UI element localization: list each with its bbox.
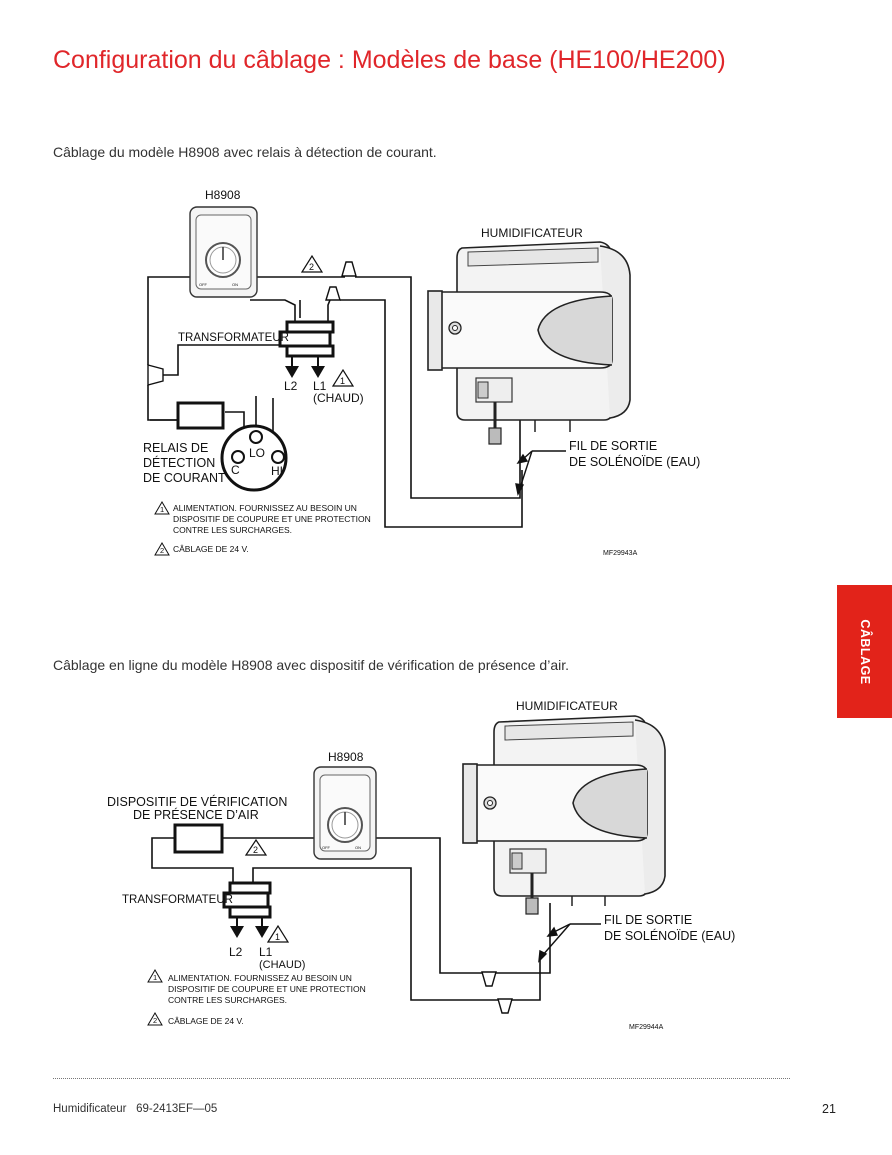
page-number: 21 (822, 1102, 836, 1116)
l1-label: L1 (313, 379, 327, 393)
lo-label: LO (249, 446, 265, 460)
diagram1-code: MF29943A (603, 550, 638, 557)
svg-text:OFF: OFF (199, 282, 208, 287)
wiring-diagram-2: DISPOSITIF DE VÉRIFICATION DE PRÉSENCE D… (107, 699, 735, 1031)
section-tab-cablage[interactable]: CÂBLAGE (837, 585, 892, 718)
transformer (222, 881, 272, 938)
svg-text:DISPOSITIF DE COUPURE ET UNE P: DISPOSITIF DE COUPURE ET UNE PROTECTION (173, 514, 371, 524)
relay-label-1: RELAIS DE (143, 441, 208, 455)
l1-label: L1 (259, 945, 273, 959)
svg-text:CÂBLAGE DE 24 V.: CÂBLAGE DE 24 V. (173, 544, 249, 554)
diagram2-code: MF29944A (629, 1024, 664, 1031)
hot-label: (CHAUD) (259, 959, 305, 971)
humidifier-unit (462, 715, 666, 915)
air-switch-label-2: DE PRÉSENCE D’AIR (133, 807, 259, 822)
note1-marker: 1 (331, 368, 355, 387)
solenoid-label-1: FIL DE SORTIE (604, 913, 692, 927)
relay-label-3: DE COURANT (143, 471, 226, 485)
svg-text:1: 1 (340, 376, 345, 386)
diagram1-caption: Câblage du modèle H8908 avec relais à dé… (53, 144, 437, 160)
svg-text:2: 2 (160, 546, 164, 555)
transformer-label: TRANSFORMATEUR (122, 894, 233, 906)
l2-label: L2 (284, 379, 298, 393)
note2-marker: 2 (244, 838, 268, 856)
note2-marker: 2 (300, 254, 324, 273)
svg-text:CONTRE LES SURCHARGES.: CONTRE LES SURCHARGES. (173, 525, 292, 535)
solenoid-pointer (538, 923, 601, 963)
svg-text:1: 1 (275, 932, 280, 942)
relay-label-2: DÉTECTION (143, 455, 215, 470)
diagram1-note-2: 2 CÂBLAGE DE 24 V. (154, 542, 249, 556)
solenoid-pointer (515, 450, 566, 497)
solenoid-label-1: FIL DE SORTIE (569, 439, 657, 453)
humidifier-label: HUMIDIFICATEUR (481, 226, 583, 240)
solenoid-label-2: DE SOLÉNOÏDE (EAU) (569, 454, 700, 469)
transformer-label: TRANSFORMATEUR (178, 332, 289, 344)
h8908-label: H8908 (205, 188, 241, 202)
svg-text:ALIMENTATION. FOURNISSEZ AU BE: ALIMENTATION. FOURNISSEZ AU BESOIN UN (168, 973, 352, 983)
current-sensing-relay (176, 401, 288, 492)
h8908-control: OFF ON (189, 206, 258, 298)
svg-text:DISPOSITIF DE COUPURE ET UNE P: DISPOSITIF DE COUPURE ET UNE PROTECTION (168, 984, 366, 994)
svg-text:1: 1 (153, 973, 157, 982)
humidifier-label: HUMIDIFICATEUR (516, 699, 618, 713)
humidifier-unit (427, 241, 631, 445)
diagram2-caption: Câblage en ligne du modèle H8908 avec di… (53, 657, 569, 673)
page-title: Configuration du câblage : Modèles de ba… (53, 46, 726, 74)
air-switch-label-1: DISPOSITIF DE VÉRIFICATION (107, 794, 287, 809)
svg-text:2: 2 (153, 1016, 157, 1025)
h8908-control: OFF ON (313, 766, 377, 860)
svg-text:ON: ON (355, 845, 361, 850)
svg-text:CÂBLAGE DE 24 V.: CÂBLAGE DE 24 V. (168, 1016, 244, 1026)
svg-text:1: 1 (160, 505, 164, 514)
hi-label: HI (271, 464, 283, 478)
diagram1-note-1: 1 ALIMENTATION. FOURNISSEZ AU BESOIN UN … (154, 501, 371, 535)
note1-marker: 1 (266, 924, 290, 943)
solenoid-label-2: DE SOLÉNOÏDE (EAU) (604, 928, 735, 943)
hot-label: (CHAUD) (313, 391, 364, 405)
wiring-diagram-1: OFF ON H8908 2 TRANSFORMATEUR L2 L1 (CHA… (143, 188, 700, 557)
transformer (278, 320, 335, 378)
svg-text:OFF: OFF (322, 845, 331, 850)
footer-divider (53, 1078, 790, 1079)
section-tab-label: CÂBLAGE (857, 618, 872, 685)
footer-document-id: Humidificateur 69-2413EF—05 (53, 1103, 218, 1115)
diagram2-note-2: 2 CÂBLAGE DE 24 V. (147, 1012, 244, 1026)
air-proving-switch (173, 823, 224, 854)
svg-text:2: 2 (253, 845, 258, 855)
svg-text:ALIMENTATION. FOURNISSEZ AU BE: ALIMENTATION. FOURNISSEZ AU BESOIN UN (173, 503, 357, 513)
h8908-label: H8908 (328, 750, 364, 764)
diagram2-note-1: 1 ALIMENTATION. FOURNISSEZ AU BESOIN UN … (147, 969, 366, 1005)
l2-label: L2 (229, 945, 243, 959)
c-label: C (231, 463, 240, 477)
svg-text:ON: ON (232, 282, 238, 287)
svg-text:CONTRE LES SURCHARGES.: CONTRE LES SURCHARGES. (168, 995, 287, 1005)
svg-text:2: 2 (309, 262, 314, 272)
